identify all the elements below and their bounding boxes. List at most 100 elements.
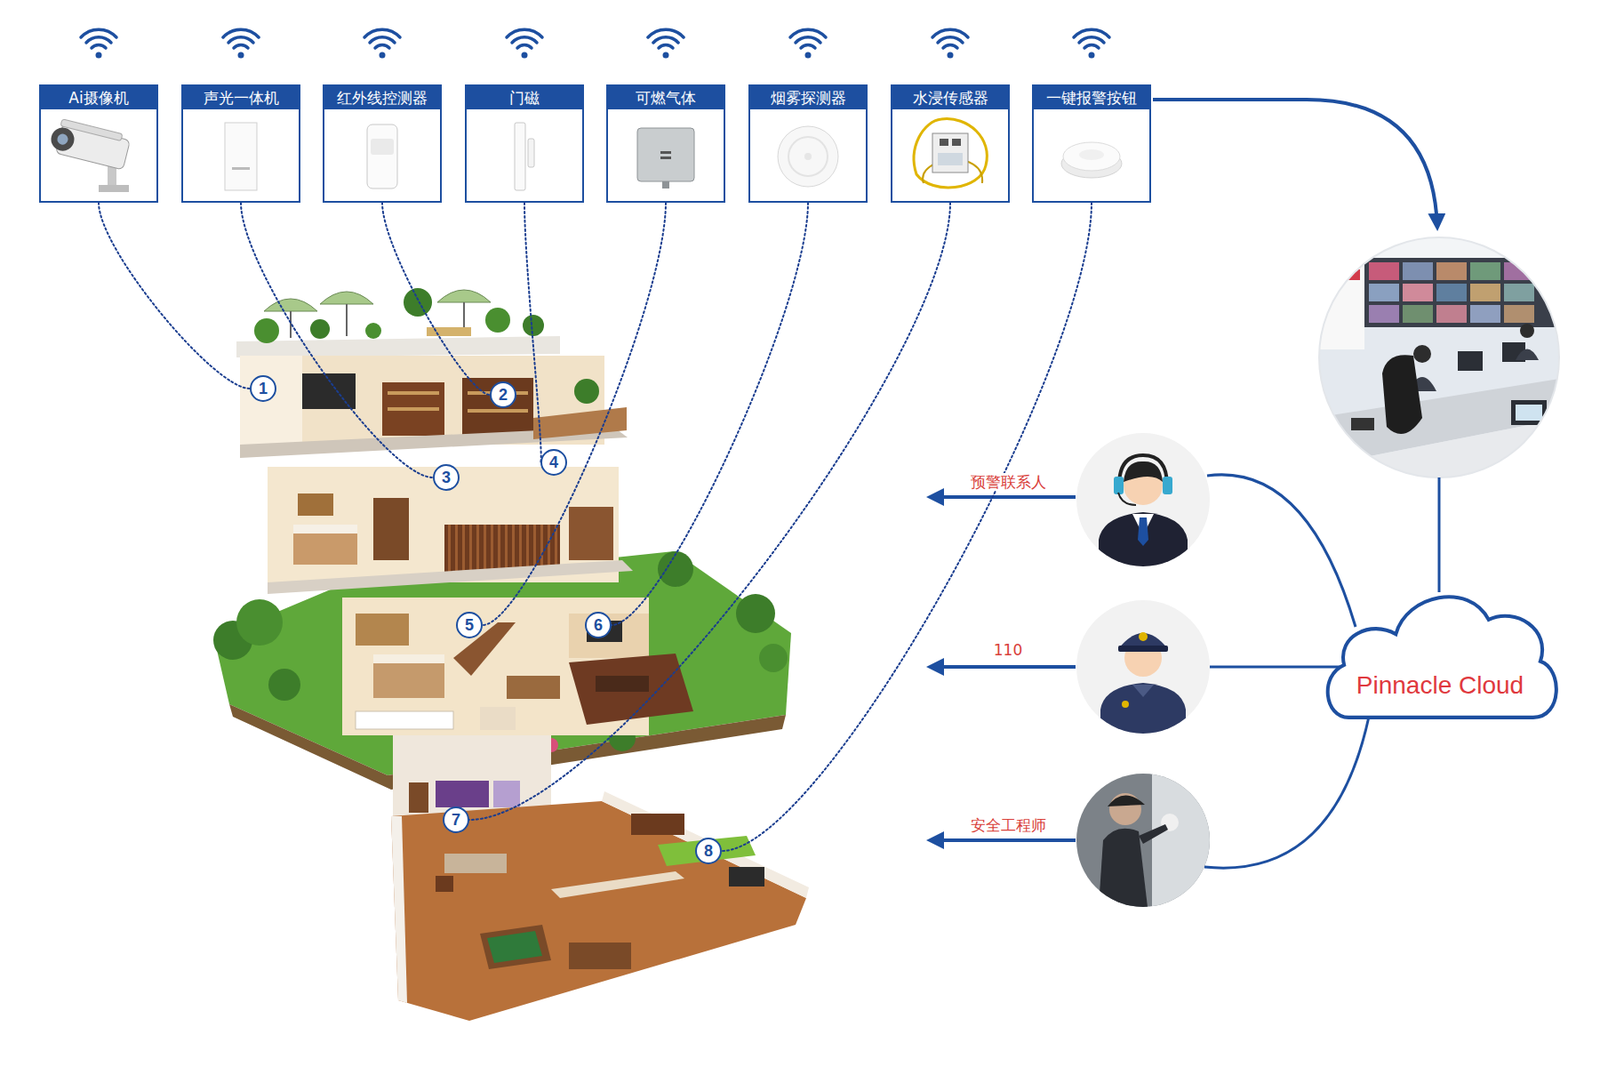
basement [657,835,756,866]
monitoring-center [1515,349,1539,361]
roof-garden [310,319,330,339]
notify-arrow [929,838,1076,842]
monitoring-center [1504,283,1535,302]
police-person [1132,684,1154,697]
device-title: 水浸传感器 [892,86,1008,110]
monitoring-center [1382,354,1423,434]
ground-floor [480,706,516,730]
roof-garden [236,336,560,358]
callout-number: 3 [432,464,460,491]
roof-garden [236,288,560,358]
siren-icon [224,122,257,191]
panic-button-icon [1061,142,1122,178]
person-circles [1076,432,1215,907]
monitoring-center [1368,304,1400,323]
door-sensor-icon [514,122,526,191]
police-person [1100,682,1186,734]
police-person [1121,700,1129,708]
camera-icon [48,117,132,192]
basement [435,875,454,892]
second-floor [293,528,358,565]
monitoring-center [1457,351,1483,371]
second-floor [267,560,633,594]
basement [631,813,685,835]
door-sensor-icon [514,122,535,191]
monitoring-center [1436,283,1467,302]
cloud-to-person-line [1204,716,1369,868]
gas-detector-icon [637,128,695,189]
grass-island [268,668,301,701]
cloud-to-person-line [1207,474,1356,627]
cloud-outline [1317,574,1563,724]
dotted-connector [240,202,433,478]
cloud-shape: Pinnacle Cloud [1317,574,1563,724]
callout-text: 8 [704,842,713,859]
top-floor [462,377,534,436]
ground-floor [595,675,649,692]
device-box: 烟雾探测器 [748,84,868,203]
engineer-photo [1076,773,1215,907]
device-box: 红外线控测器 [322,84,442,203]
camera-icon [48,125,78,154]
callout-text: 6 [593,616,603,633]
device-title: 一键报警按钮 [1033,86,1150,110]
device-box: Ai摄像机 [39,84,159,203]
camera-icon [56,132,70,146]
device-icons [48,117,1122,192]
camera-icon [48,117,132,170]
contact-person [1123,461,1163,482]
monitoring-center [1470,304,1501,323]
notify-label: 预警联系人 [968,472,1049,491]
callout-text: 5 [464,616,474,633]
roof-garden [264,298,318,312]
monitoring-center [1470,283,1501,302]
notify-arrow [929,664,1076,669]
device-box: 可燃气体 [606,84,726,203]
basement [391,791,809,1021]
device-title: Ai摄像机 [40,86,157,110]
top-floor [382,382,445,436]
wifi-icons [364,29,400,58]
notify-label: 110 [991,640,1025,659]
device-title: 可燃气体 [608,86,724,110]
roof-garden [437,289,491,303]
grass-island [736,593,776,633]
monitoring-center [1436,304,1467,323]
roof-garden [522,314,544,336]
ground-floor [342,597,694,736]
alarm-to-center-arrow [1152,99,1438,228]
callout-number: 1 [249,375,277,402]
grass-island [759,643,788,672]
dotted-connector [469,202,951,820]
monitoring-center [1315,417,1565,485]
wifi-icons [1073,29,1110,58]
callout-text: 3 [441,469,451,486]
monitoring-center [1402,304,1433,323]
monitoring-center [1402,283,1433,302]
smoke-detector-icon [777,126,839,187]
door-sensor-icon [528,138,535,168]
second-floor [373,497,409,560]
ground-floor [355,613,409,646]
monitoring-center [1319,237,1560,478]
panic-button-icon [1079,149,1104,160]
monitoring-center [1364,257,1565,328]
smoke-detector-icon [777,126,839,187]
roof-garden [345,304,348,336]
water-sensor-icon [932,133,968,173]
water-sensor-icon [913,119,987,188]
house-illustration [213,288,809,1021]
top-floor [240,355,303,445]
engineer-photo [1107,794,1145,807]
gas-detector-icon [660,151,672,154]
monitoring-center [1368,283,1400,302]
contact-person [1098,512,1188,567]
monitoring-center [1504,304,1535,323]
wifi-icons [648,29,684,58]
monitoring-center [1520,323,1535,338]
grass-island [657,551,694,587]
stair-core [408,782,429,813]
second-floor [297,493,334,516]
